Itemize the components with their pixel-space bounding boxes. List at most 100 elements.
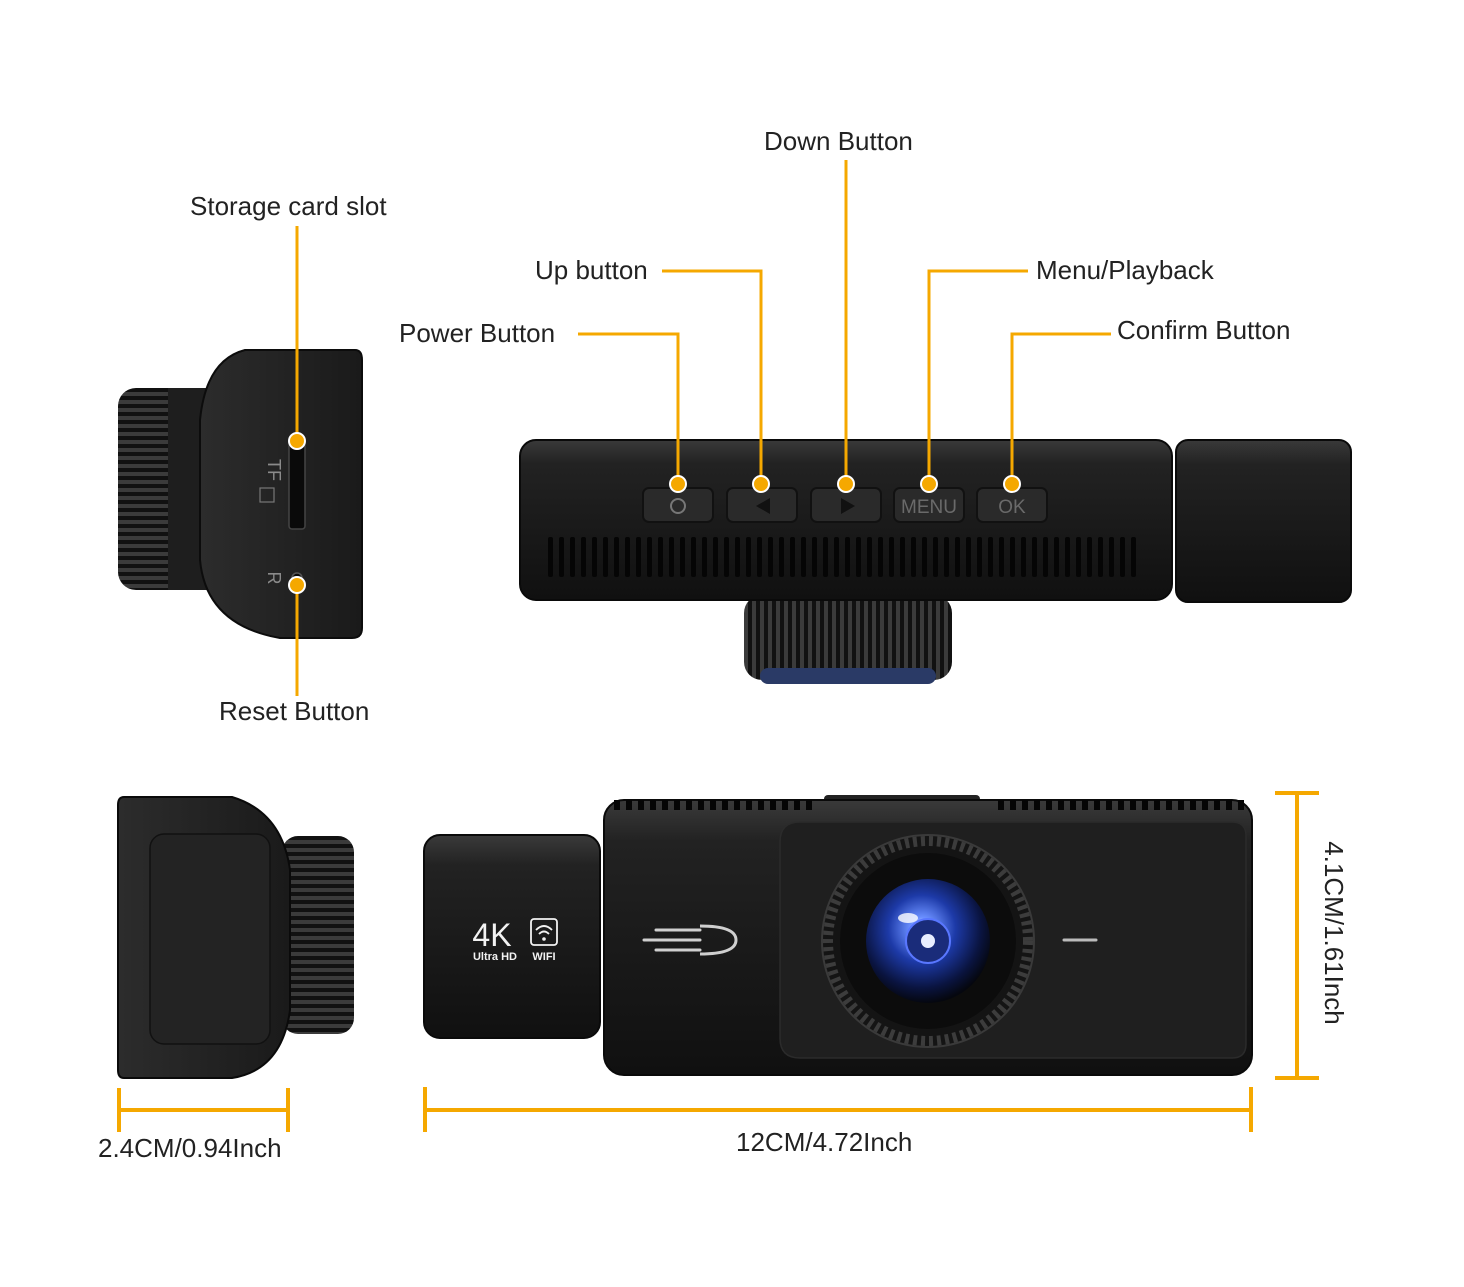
vent-slot xyxy=(674,800,680,810)
vent-slot xyxy=(1094,800,1100,810)
vent-slot xyxy=(746,537,751,577)
vent-slot xyxy=(757,537,762,577)
front-view-device: 4K Ultra HD WIFI xyxy=(423,795,1253,1076)
vent-slot xyxy=(686,800,692,810)
vent-slot xyxy=(710,800,716,810)
vent-slot xyxy=(889,537,894,577)
vent-slot xyxy=(658,537,663,577)
vent-slot xyxy=(794,800,800,810)
vent-slot xyxy=(758,800,764,810)
vent-slot xyxy=(746,800,752,810)
menu-button[interactable]: MENU xyxy=(893,487,965,523)
dimension-lines xyxy=(117,791,1319,1132)
vent-slot xyxy=(878,537,883,577)
badge-4k-text: 4K xyxy=(472,917,511,953)
vent-slot xyxy=(1120,537,1125,577)
vent-slot xyxy=(592,537,597,577)
vent-slot xyxy=(581,537,586,577)
vent-slot xyxy=(823,537,828,577)
vent-slot xyxy=(626,800,632,810)
top-rear-module xyxy=(1175,439,1352,603)
vent-slot xyxy=(1190,800,1196,810)
vent-slot xyxy=(734,800,740,810)
vent-slot xyxy=(768,537,773,577)
vent-slot xyxy=(1118,800,1124,810)
ok-button[interactable]: OK xyxy=(976,487,1048,523)
end-lens-ring xyxy=(282,836,354,1034)
vent-slot xyxy=(1043,537,1048,577)
top-vents xyxy=(548,537,1136,577)
vent-slot xyxy=(614,800,620,810)
top-view-device: MENU OK xyxy=(519,439,1352,684)
confirm-button-label: Confirm Button xyxy=(1117,315,1291,345)
front-rear-module xyxy=(423,834,601,1039)
vent-slot xyxy=(922,537,927,577)
power-button[interactable] xyxy=(642,487,714,523)
width-dimension-label: 2.4CM/0.94Inch xyxy=(98,1133,282,1163)
right-arrow-icon xyxy=(841,498,855,514)
vent-slot xyxy=(801,537,806,577)
down-button-label: Down Button xyxy=(764,126,913,156)
reset-marking: R xyxy=(264,572,284,585)
vent-slot xyxy=(1098,537,1103,577)
badge-wifi-text: WIFI xyxy=(532,951,555,963)
vent-slot xyxy=(782,800,788,810)
height-dimension-label: 4.1CM/1.61Inch xyxy=(1319,841,1349,1025)
vent-slot xyxy=(1130,800,1136,810)
vent-slot xyxy=(911,537,916,577)
storage-card-slot-label: Storage card slot xyxy=(190,191,387,221)
menu-playback-label: Menu/Playback xyxy=(1036,255,1214,285)
vent-slot xyxy=(698,800,704,810)
vent-slot xyxy=(1202,800,1208,810)
vent-slot xyxy=(1022,800,1028,810)
side-view-device: TF R xyxy=(118,349,363,639)
menu-button-label: MENU xyxy=(901,497,957,518)
vent-slot xyxy=(1076,537,1081,577)
end-view-device xyxy=(117,796,354,1079)
vent-slot xyxy=(1082,800,1088,810)
front-vents xyxy=(614,800,1244,810)
vent-slot xyxy=(614,537,619,577)
vent-slot xyxy=(845,537,850,577)
power-icon xyxy=(670,498,686,514)
vent-slot xyxy=(779,537,784,577)
vent-slot xyxy=(1109,537,1114,577)
tf-marking: TF xyxy=(264,459,284,481)
vent-slot xyxy=(691,537,696,577)
vent-slot xyxy=(867,537,872,577)
vent-slot xyxy=(1106,800,1112,810)
up-button[interactable] xyxy=(726,487,798,523)
vent-slot xyxy=(933,537,938,577)
ok-button-label: OK xyxy=(998,497,1026,518)
vent-slot xyxy=(570,537,575,577)
vent-slot xyxy=(1154,800,1160,810)
length-dimension-label: 12CM/4.72Inch xyxy=(736,1127,913,1157)
reset-button-label: Reset Button xyxy=(219,696,370,726)
vent-slot xyxy=(1214,800,1220,810)
vent-slot xyxy=(647,537,652,577)
callout-leaders xyxy=(295,160,1111,696)
vent-slot xyxy=(1058,800,1064,810)
vent-slot xyxy=(650,800,656,810)
vent-slot xyxy=(662,800,668,810)
down-button[interactable] xyxy=(810,487,882,523)
vent-slot xyxy=(1032,537,1037,577)
vent-slot xyxy=(1046,800,1052,810)
vent-slot xyxy=(1131,537,1136,577)
up-button-label: Up button xyxy=(535,255,648,285)
vent-slot xyxy=(977,537,982,577)
vent-slot xyxy=(548,537,553,577)
vent-slot xyxy=(988,537,993,577)
vent-slot xyxy=(669,537,674,577)
vent-slot xyxy=(856,537,861,577)
vent-slot xyxy=(1054,537,1059,577)
vent-slot xyxy=(1142,800,1148,810)
vent-slot xyxy=(638,800,644,810)
camera-lens xyxy=(821,834,1035,1048)
vent-slot xyxy=(1021,537,1026,577)
vent-slot xyxy=(790,537,795,577)
vent-slot xyxy=(603,537,608,577)
badge-ultrahd-text: Ultra HD xyxy=(473,951,517,963)
vent-slot xyxy=(722,800,728,810)
